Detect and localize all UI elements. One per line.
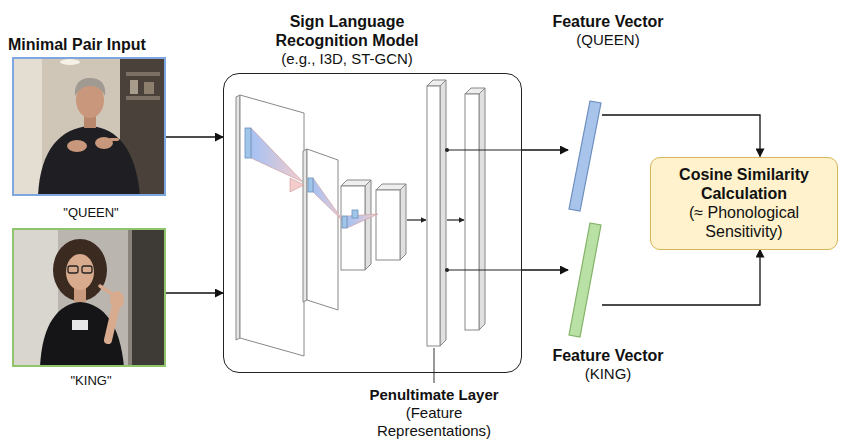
layer-arrow — [446, 149, 522, 150]
input-frame: "KING" — [12, 228, 166, 367]
cnn-layers — [303, 149, 307, 302]
signer-photo — [12, 228, 166, 367]
signer-photo — [40, 302, 124, 367]
conv-kernel — [313, 178, 344, 222]
signer-photo — [12, 57, 166, 196]
signer-photo — [75, 78, 105, 96]
text-group: "QUEEN" — [16, 205, 166, 221]
node-title: Sign Language Recognition Model — [257, 12, 437, 50]
node-subtitle: (e.g., I3D, ST-GCN) — [257, 50, 437, 68]
text-group: Sign Language Recognition Model(e.g., I3… — [257, 12, 437, 68]
signer-photo — [128, 228, 132, 367]
cnn-layers — [236, 80, 485, 356]
input-frame: "QUEEN" — [12, 57, 166, 196]
conv-kernel — [352, 210, 358, 218]
cnn-layers — [427, 86, 440, 346]
cnn-layers — [236, 95, 240, 340]
node-subtitle: (≈ Phonological Sensitivity) — [659, 203, 829, 241]
signer-photo — [67, 140, 87, 152]
signer-photo — [130, 80, 138, 94]
conv-kernel — [251, 128, 303, 182]
signer-photo — [38, 126, 140, 196]
layer-dot — [445, 148, 449, 152]
column-heading: Minimal Pair Input — [8, 35, 183, 54]
signer-photo — [109, 138, 119, 141]
layer-arrow — [407, 150, 522, 270]
conv-kernel — [290, 178, 304, 192]
text-group: "KING" — [16, 373, 166, 389]
signer-photo — [82, 266, 92, 273]
signer-photo — [12, 57, 166, 196]
text-group: Feature Vector(KING) — [528, 346, 688, 383]
feature-vector: Feature Vector(KING) — [568, 222, 602, 338]
model-box: Sign Language Recognition Model(e.g., I3… — [223, 73, 522, 373]
signer-photo — [68, 266, 78, 273]
flow-arrow — [602, 250, 760, 306]
signer-photo — [126, 96, 160, 100]
conv-kernel — [308, 178, 313, 192]
feature-vector: Feature Vector(QUEEN) — [568, 100, 602, 212]
leader-line — [434, 348, 435, 383]
signer-photo — [132, 228, 166, 367]
vector-bar — [569, 101, 601, 211]
signer-photo — [53, 239, 107, 301]
cnn-layers — [376, 190, 400, 260]
node-title: Feature Vector — [528, 12, 688, 31]
cnn-layers — [440, 80, 446, 346]
signer-photo — [126, 72, 160, 76]
layer-arrow — [407, 219, 426, 220]
conv-kernel — [342, 216, 347, 228]
node-title: "QUEEN" — [16, 205, 166, 221]
signer-photo — [144, 82, 154, 94]
signer-photo — [12, 228, 166, 367]
conv-kernel — [245, 128, 251, 158]
signer-photo — [108, 306, 116, 340]
flow-arrow — [166, 292, 223, 293]
flow-arrow — [166, 136, 223, 137]
cnn-layers — [400, 184, 406, 260]
vector-bar — [568, 100, 602, 212]
cnn-layers — [465, 94, 479, 330]
node-title: Feature Vector — [528, 346, 688, 365]
cnn-layers — [479, 88, 485, 330]
layer-arrow — [446, 269, 522, 270]
signer-photo — [66, 254, 94, 290]
text-group: Cosine Similarity Calculation(≈ Phonolog… — [651, 159, 837, 248]
cnn-layers — [341, 186, 365, 270]
node-title: Cosine Similarity Calculation — [659, 165, 829, 203]
signer-photo — [72, 320, 88, 330]
vector-bar — [568, 222, 602, 338]
cnn-layers — [365, 180, 371, 270]
signer-photo — [60, 59, 80, 65]
similarity-box: Cosine Similarity Calculation(≈ Phonolog… — [650, 157, 838, 250]
cnn-layers — [307, 149, 338, 310]
node-subtitle: (QUEEN) — [528, 31, 688, 49]
conv-kernel — [245, 128, 378, 228]
layer-dot — [445, 268, 449, 272]
text-group: Feature Vector(QUEEN) — [528, 12, 688, 49]
signer-photo — [12, 57, 42, 196]
flow-arrow — [602, 115, 760, 157]
flow-arrow — [522, 149, 568, 150]
layer-dot — [445, 148, 449, 272]
flow-arrow — [522, 269, 568, 270]
node-title: "KING" — [16, 373, 166, 389]
layer-arrow — [447, 219, 464, 220]
layer-label: Penultimate Layer — [344, 386, 524, 404]
node-subtitle: (KING) — [528, 365, 688, 383]
signer-photo — [100, 286, 112, 294]
cnn-layers — [240, 95, 304, 356]
vector-bar — [569, 223, 601, 337]
layer-label: (Feature Representations) — [368, 404, 500, 440]
